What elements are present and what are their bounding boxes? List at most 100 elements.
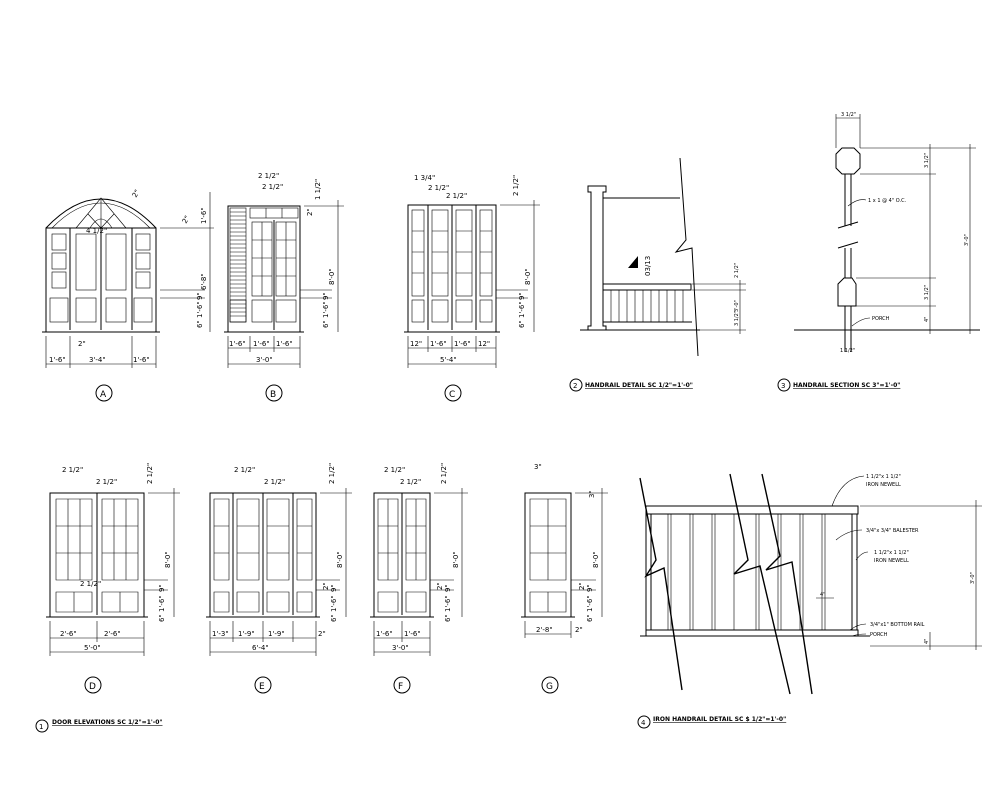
section-dim-right: 3'-0"	[964, 234, 970, 246]
handrail-detail-title: HANDRAIL DETAIL SC 1/2"=1'-0"	[585, 382, 693, 389]
dim-g-6: 6"	[586, 614, 594, 622]
dim-b-c: 1 1/2"	[314, 179, 322, 200]
dim-f-b: 2 1/2"	[400, 478, 421, 486]
dim-a-1: 1'-6"	[49, 356, 66, 364]
dim-c-2: 1'-6"	[430, 340, 447, 348]
dim-a-height: 6'-8"	[200, 273, 208, 290]
dim-b-6: 6"	[322, 320, 330, 328]
dim-c-4: 12"	[478, 340, 490, 348]
dim-b-2: 2"	[306, 208, 314, 216]
dim-d-d: 2 1/2"	[80, 580, 101, 588]
tag-f: F	[398, 682, 403, 692]
dim-c-a: 1 3/4"	[414, 174, 435, 182]
dim-b-a: 2 1/2"	[258, 172, 279, 180]
dim-a-inner: 4 1/2"	[86, 227, 107, 235]
section-dim-c: 4"	[924, 317, 930, 322]
iron-note-2: IRON NEWELL	[866, 482, 901, 488]
dim-f-6: 6"	[444, 614, 452, 622]
dim-d-9: 9"	[158, 584, 166, 592]
dim-e-3: 1'-9"	[268, 630, 285, 638]
dim-d-a: 2 1/2"	[62, 466, 83, 474]
iron-note-5: IRON NEWELL	[874, 558, 909, 564]
section-number: 3	[781, 382, 785, 390]
dim-f-9: 9"	[444, 584, 452, 592]
dim-f-1: 1'-6"	[376, 630, 393, 638]
dim-c-total: 5'-4"	[440, 356, 457, 364]
section-spacing-note: 1 x 1 @ 4" O.C.	[868, 198, 907, 204]
dim-c-3: 1'-6"	[454, 340, 471, 348]
dim-d-2: 2'-6"	[104, 630, 121, 638]
iron-title: IRON HANDRAIL DETAIL SC $ 1/2"=1'-0"	[653, 716, 786, 723]
elevation-b: 1'-6" 1'-6" 1'-6" 3'-0" 8'-0" 2 1/2" 2 1…	[224, 172, 344, 402]
elevation-a: 1'-6" 3'-4" 1'-6" 2" 6'-8" 1'-6" 2" 2" 4…	[42, 188, 214, 402]
dim-a-panel: 1'-6"	[196, 301, 204, 318]
dim-e-9: 9"	[330, 584, 338, 592]
door-elevations-title: 1 DOOR ELEVATIONS SC 1/2"=1'-0"	[35, 719, 163, 733]
door-elevations-label: DOOR ELEVATIONS SC 1/2"=1'-0"	[52, 719, 163, 726]
dim-f-2: 2"	[436, 582, 444, 590]
dim-c-height: 8'-0"	[524, 268, 532, 285]
elevation-c: 12" 1'-6" 1'-6" 12" 5'-4" 8'-0" 1 3/4" 2…	[404, 174, 540, 402]
dim-e-height: 8'-0"	[336, 551, 344, 568]
tag-a: A	[100, 390, 107, 400]
dim-d-b: 2 1/2"	[96, 478, 117, 486]
iron-note-1: 1 1/2"x 1 1/2"	[866, 474, 901, 480]
dim-a-arch: 1'-6"	[200, 207, 208, 224]
dim-c-panel: 1'-6"	[518, 301, 526, 318]
elevation-e: 1'-3" 1'-9" 1'-9" 2" 6'-4" 2 1/2" 2 1/2"…	[206, 463, 352, 694]
dim-a-9: 9"	[196, 292, 204, 300]
dim-e-total: 6'-4"	[252, 644, 269, 652]
dim-a-small: 2"	[78, 340, 86, 348]
dim-c-6: 6"	[518, 320, 526, 328]
iron-handrail-detail: 4" 1 1/2"x 1 1/2" IRON NEWELL 3/4"x 3/4"…	[637, 473, 982, 729]
tag-d: D	[89, 682, 96, 692]
dim-g-2b: 2"	[578, 582, 586, 590]
handrail-detail-dim-a: 2 1/2"	[734, 263, 740, 278]
dim-c-c: 2 1/2"	[446, 192, 467, 200]
iron-note-4: 1 1/2"x 1 1/2"	[874, 550, 909, 556]
dim-f-2: 1'-6"	[404, 630, 421, 638]
dim-d-c: 2 1/2"	[146, 463, 154, 484]
tag-c: C	[449, 390, 455, 400]
handrail-detail: 2 1/2" 3'-0" 3 1/2" 03/13 2 HANDRAIL DET…	[569, 157, 746, 392]
section-title: HANDRAIL SECTION SC 3"=1'-0"	[793, 382, 900, 389]
section-dim-b: 3 1/2"	[924, 285, 930, 300]
dim-e-6: 6"	[330, 614, 338, 622]
dim-b-3: 1'-6"	[276, 340, 293, 348]
dim-b-panel: 1'-6"	[322, 301, 330, 318]
dim-d-total: 5'-0"	[84, 644, 101, 652]
dim-c-1: 12"	[410, 340, 422, 348]
dim-e-2: 1'-9"	[238, 630, 255, 638]
handrail-detail-dim-b: 3'-0"	[734, 300, 740, 312]
dim-b-total: 3'-0"	[256, 356, 273, 364]
iron-dim-space: 4"	[820, 592, 825, 598]
dim-g-1: 2'-8"	[536, 626, 553, 634]
iron-note-7: PORCH	[870, 632, 888, 638]
section-top-dim: 3 1/2"	[841, 112, 856, 118]
dim-g-height: 8'-0"	[592, 551, 600, 568]
dim-b-9: 9"	[322, 292, 330, 300]
dim-e-a: 2 1/2"	[234, 466, 255, 474]
elevation-d: 2'-6" 2'-6" 5'-0" 2 1/2" 2 1/2" 2 1/2" 2…	[46, 463, 180, 694]
dim-d-1: 2'-6"	[60, 630, 77, 638]
dim-c-d: 2 1/2"	[512, 175, 520, 196]
elevation-f: 1'-6" 1'-6" 3'-0" 2 1/2" 2 1/2" 2 1/2" 8…	[370, 463, 468, 694]
handrail-section: 3 1/2" 1 x 1 @ 4" O.C. PORCH 3 1/2" 3 1/…	[777, 112, 980, 392]
dim-b-2: 1'-6"	[253, 340, 270, 348]
dim-d-panel: 1'-6"	[158, 595, 166, 612]
dim-d-6: 6"	[158, 614, 166, 622]
dim-c-9: 9"	[518, 292, 526, 300]
iron-note-6: 3/4"x1" BOTTOM RAIL	[870, 622, 925, 628]
dim-e-b: 2 1/2"	[264, 478, 285, 486]
dim-a-2: 3'-4"	[89, 356, 106, 364]
dim-f-height: 8'-0"	[452, 551, 460, 568]
section-dim-a: 3 1/2"	[924, 153, 930, 168]
dim-f-c: 2 1/2"	[440, 463, 448, 484]
dim-g-9: 9"	[586, 584, 594, 592]
dim-e-1: 1'-3"	[212, 630, 229, 638]
dim-f-a: 2 1/2"	[384, 466, 405, 474]
tag-g: G	[546, 682, 553, 692]
dim-g-a: 3"	[534, 463, 542, 471]
dim-f-panel: 1'-6"	[444, 595, 452, 612]
